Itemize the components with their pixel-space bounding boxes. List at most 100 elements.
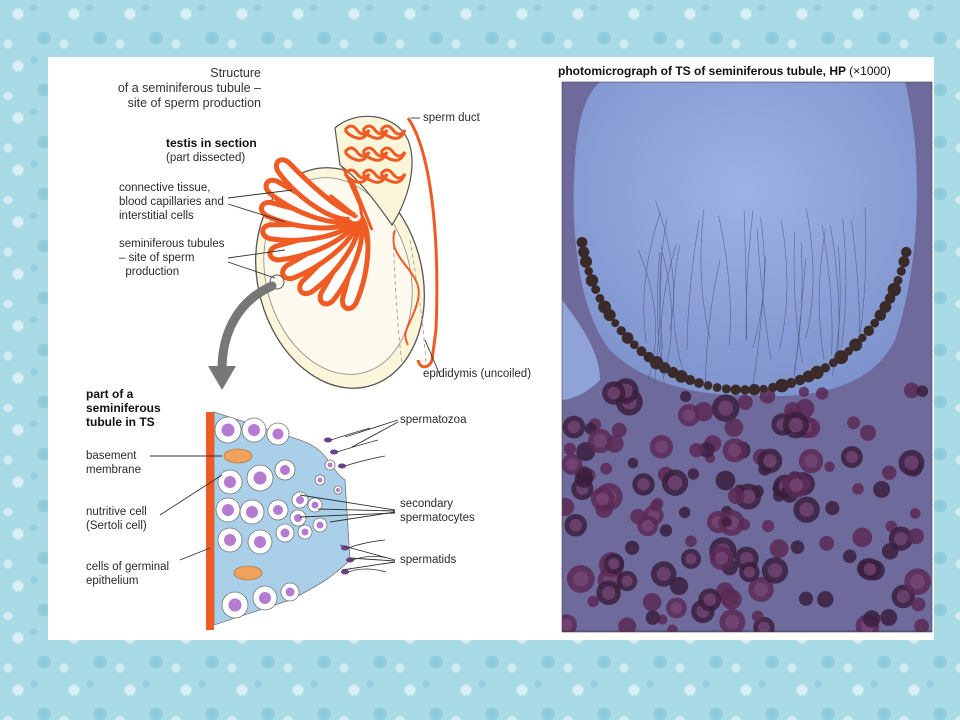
photo-flagellum [752,217,765,348]
photo-flagellum [832,245,841,376]
testis-subheading: (part dissected) [166,152,246,164]
photo-edge-cell [901,246,912,258]
photo-nucleus-core [641,519,654,532]
photo-nucleus [882,465,897,480]
photo-nucleus [611,422,627,438]
photo-flagellum [851,220,861,352]
sperm-tail [330,427,371,441]
photo-nucleus-core [718,400,734,416]
photo-flagellum [841,217,847,348]
photo-flagellum [660,243,677,374]
photo-nucleus-core [607,386,621,400]
photo-nucleus [724,418,744,437]
germ-cell-nucleus [327,462,333,468]
photo-nucleus [669,576,689,596]
label-spermatids: spermatids [400,554,457,566]
photo-nucleus [825,501,840,516]
sperm-tail [347,568,387,573]
label-spermatozoa: spermatozoa [400,414,467,426]
photo-nucleus [880,609,898,626]
photo-flagellum [638,249,656,381]
photo-nucleus-core [601,586,616,600]
sperm-tail [344,455,386,467]
photo-nucleus-core [637,478,650,491]
germ-cell-nucleus [224,534,236,546]
sperm-head [324,437,332,443]
germ-cell-nucleus [272,428,284,440]
photo-nucleus-core [894,531,908,546]
epididymis-coil [343,168,371,184]
photo-nucleus-core [788,417,804,433]
testis-heading: testis in section [166,136,257,150]
label-connective-tissue: connective tissue, blood capillaries and… [119,182,224,222]
label-nutritive-cell: nutritive cell (Sertoli cell) [86,506,147,532]
epididymis-coil [379,146,407,162]
photo-nucleus [678,506,691,519]
tubule-lumen [573,82,917,397]
photo-nucleus-core [728,443,742,457]
germ-cell-nucleus [296,496,304,504]
photo-edge-cell [694,378,704,388]
germ-cell-nucleus [248,424,260,436]
magnify-arrow [208,274,285,390]
basement-membrane [206,412,214,630]
photo-nucleus-core [670,602,683,614]
photo-flagellum [745,210,754,341]
photo-nucleus [859,424,877,441]
photo-edge-cell [591,285,601,294]
photo-edge-cell [863,325,875,336]
photo-nucleus-core [714,551,729,565]
germ-cell-nucleus [246,506,258,518]
germ-cell-nucleus [221,423,235,437]
tubule-leaders [150,419,399,571]
photo-nucleus-core [654,440,668,454]
photo-edge-cell [879,300,892,313]
photo-title: photomicrograph of TS of seminiferous tu… [558,64,891,78]
photo-nucleus-core [562,618,573,631]
photo-edge-cell [721,384,731,394]
part-heading: part of a seminiferous tubule in TS [86,387,161,429]
photo-nucleus [649,500,662,512]
photo-nucleus-core [896,590,910,603]
photo-nucleus [600,462,613,475]
photo-edge-cell [585,274,599,287]
photo-edge-cell [595,293,605,303]
epididymis-coil [361,124,389,140]
photo-flagellum [659,219,667,350]
photo-nucleus [847,416,861,430]
photo-flagellum [818,229,826,360]
photo-flagellum [654,253,662,384]
photo-nucleus-core [621,575,633,587]
germ-cell-nucleus [311,501,319,509]
photo-flagellum [793,232,803,363]
photo-flagella [638,200,867,390]
photo-edge-cell [759,384,768,393]
testis-leaders [227,117,441,376]
photo-flagellum [686,219,700,350]
germ-cell-nucleus [273,505,283,515]
photo-edge-cell [887,282,902,297]
photo-nucleus [751,610,764,623]
photo-edge-cell [785,377,797,389]
photo-nucleus-core [685,553,697,565]
germ-cell-nucleus [254,536,266,548]
photo-nucleus [667,624,678,632]
photo-flagellum [655,200,674,331]
photo-nucleus [908,528,925,545]
label-germinal-epithelium: cells of germinal epithelium [86,561,170,587]
photo-edge-cell [579,255,593,268]
photo-nucleus-core [789,478,804,493]
photo-nucleus [824,461,835,473]
photo-flagellum [718,215,731,346]
photo-edge-cell [603,309,616,322]
photo-nucleus [790,540,805,554]
photo-nucleus [715,470,736,491]
photo-nucleus [815,387,829,400]
epididymis-coil [343,146,371,162]
photo-nucleus-core [573,571,589,587]
photo-nucleus [563,442,577,455]
photo-nucleus-core [596,492,610,506]
photo-nucleus [842,549,857,564]
germ-cell-nucleus [285,587,295,597]
photo-nucleus [685,535,697,548]
